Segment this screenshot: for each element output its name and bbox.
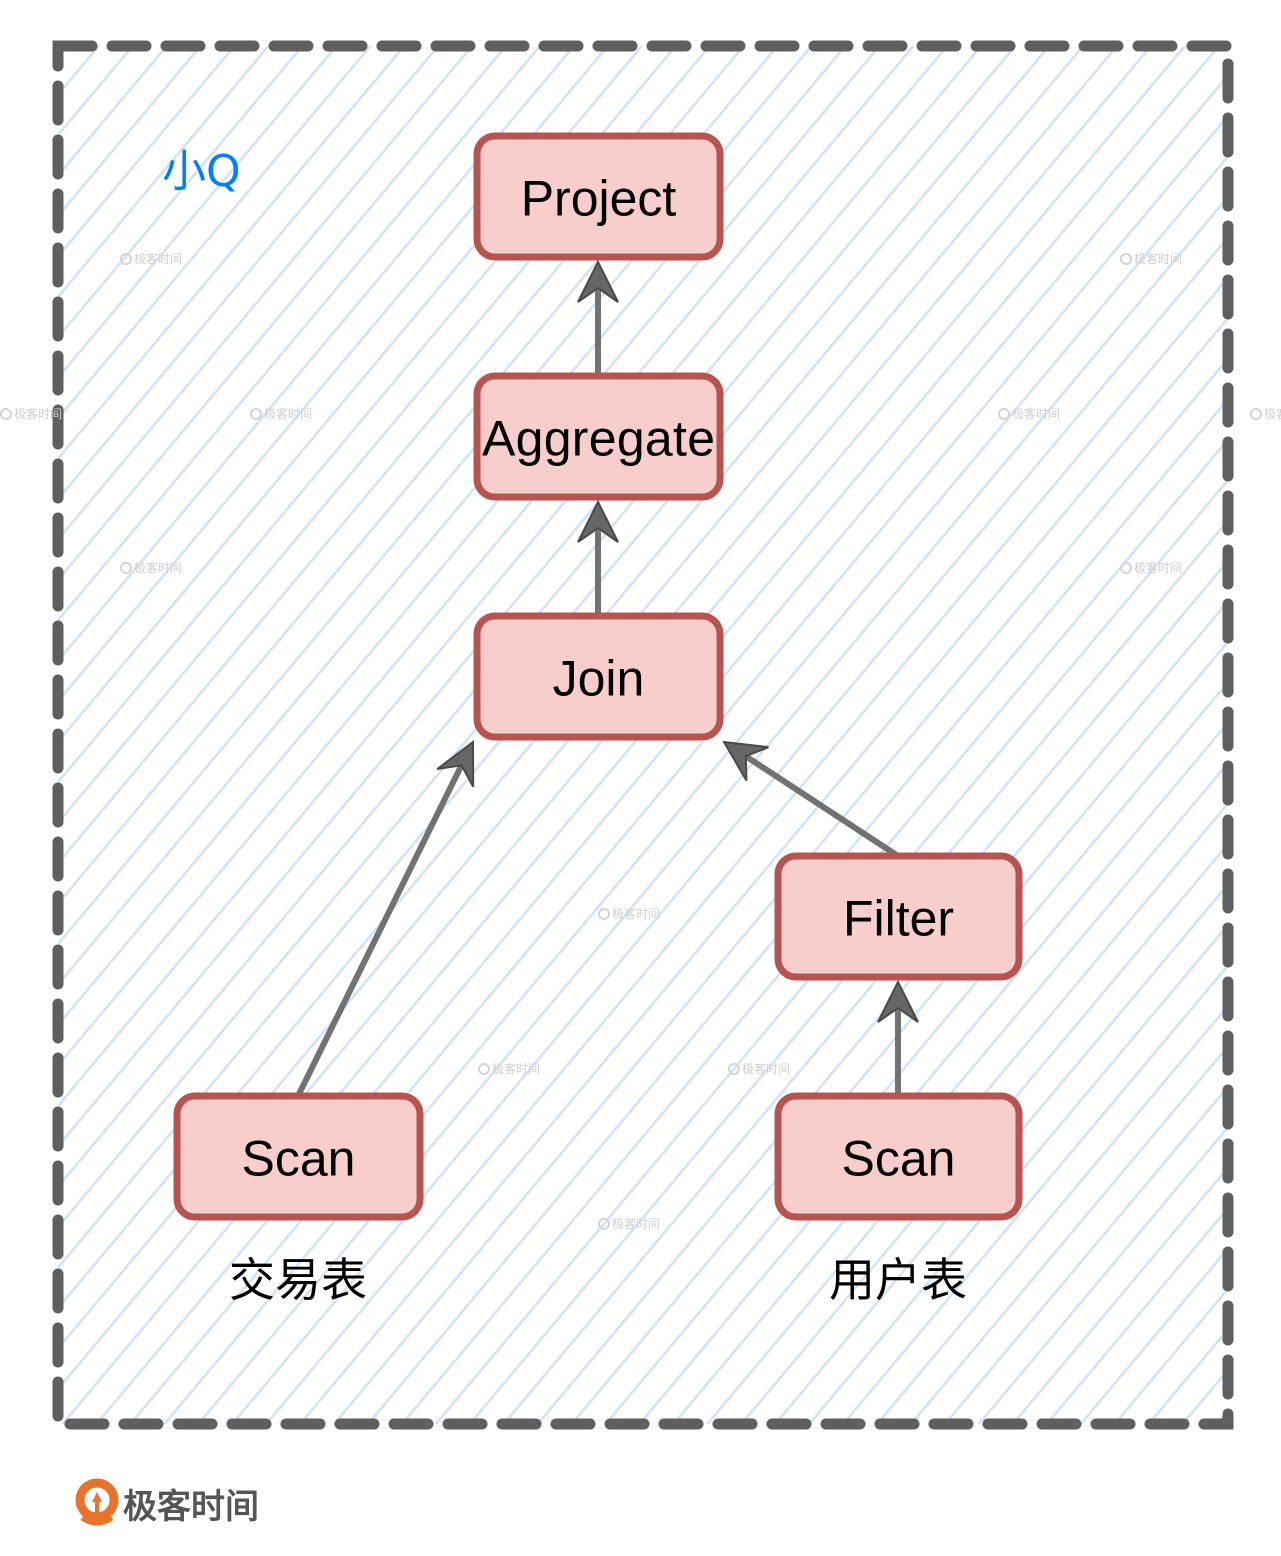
node-scan-left: Scan (173, 1092, 424, 1221)
watermarks: 极客时间极客时间极客时间极客时间极客时间极客时间极客时间极客时间极客时间极客时间… (0, 251, 1281, 1231)
brand-logo: 极客时间 (75, 1478, 259, 1527)
node-join: Join (473, 612, 724, 741)
node-box (774, 1092, 1023, 1221)
node-box (173, 1092, 424, 1221)
node-label: Scan (842, 1131, 956, 1187)
watermark: 极客时间 (0, 406, 62, 421)
watermark-logo-icon (250, 408, 262, 420)
watermark-logo-icon (998, 408, 1010, 420)
watermark-logo-icon (1120, 562, 1132, 574)
watermark: 极客时间 (120, 251, 182, 266)
brand-logo-icon (75, 1478, 119, 1526)
watermark-logo-icon (598, 1218, 610, 1230)
table-labels: 交易表 用户表 (229, 1253, 967, 1307)
edge-join-to-aggregate (577, 499, 619, 616)
watermark-text: 极客时间 (1264, 406, 1281, 421)
edge-line (295, 763, 465, 1098)
watermark: 极客时间 (1120, 251, 1182, 266)
watermark-logo-icon (120, 562, 132, 574)
table-label-users: 用户表 (829, 1253, 967, 1307)
node-box (473, 612, 724, 741)
node-box (473, 372, 724, 501)
edges (295, 259, 919, 1098)
brand-name: 极客时间 (123, 1487, 259, 1527)
watermark-text: 极客时间 (1012, 406, 1060, 421)
watermark-logo-icon (0, 408, 12, 420)
group-label: 小Q (162, 146, 241, 197)
arrowhead-icon (722, 740, 769, 782)
arrowhead-icon (877, 979, 919, 1023)
node-label: Scan (242, 1131, 356, 1187)
node-label: Project (521, 171, 677, 227)
watermark-text: 极客时间 (492, 1061, 540, 1076)
node-label: Join (553, 651, 645, 707)
table-label-transactions: 交易表 (229, 1253, 367, 1307)
node-label: Aggregate (482, 411, 715, 467)
watermark: 极客时间 (1250, 406, 1281, 421)
node-label: Filter (843, 891, 954, 947)
node-aggregate: Aggregate (473, 372, 724, 501)
watermark: 极客时间 (598, 1216, 660, 1231)
node-box (473, 132, 724, 261)
watermark-text: 极客时间 (1134, 251, 1182, 266)
arrowhead-icon (577, 259, 619, 303)
watermark: 极客时间 (598, 906, 660, 921)
arrowhead-icon (436, 739, 475, 788)
edge-line (744, 753, 900, 859)
watermark-logo-icon (728, 1063, 740, 1075)
group-dashed-border (52, 40, 1234, 1430)
node-project: Project (473, 132, 724, 261)
arrowhead-icon (577, 499, 619, 543)
node-filter: Filter (774, 852, 1023, 981)
watermark-text: 极客时间 (612, 906, 660, 921)
watermark-text: 极客时间 (612, 1216, 660, 1231)
watermark: 极客时间 (998, 406, 1060, 421)
watermark-text: 极客时间 (264, 406, 312, 421)
watermark: 极客时间 (120, 560, 182, 575)
watermark-text: 极客时间 (134, 251, 182, 266)
watermark: 极客时间 (728, 1061, 790, 1076)
watermark-logo-icon (1250, 408, 1262, 420)
watermark-logo-icon (478, 1063, 490, 1075)
watermark-logo-icon (1120, 253, 1132, 265)
node-scan-right: Scan (774, 1092, 1023, 1221)
edge-scan-right-to-filter (877, 979, 919, 1096)
watermark-text: 极客时间 (134, 560, 182, 575)
node-box (774, 852, 1023, 981)
watermark-text: 极客时间 (14, 406, 62, 421)
watermark: 极客时间 (1120, 560, 1182, 575)
watermark-text: 极客时间 (742, 1061, 790, 1076)
watermark: 极客时间 (250, 406, 312, 421)
edge-scan-left-to-join (295, 739, 475, 1098)
edge-filter-to-join (722, 740, 900, 859)
edge-aggregate-to-project (577, 259, 619, 376)
watermark-logo-icon (598, 908, 610, 920)
watermark-text: 极客时间 (1134, 560, 1182, 575)
watermark: 极客时间 (478, 1061, 540, 1076)
watermark-logo-icon (120, 253, 132, 265)
